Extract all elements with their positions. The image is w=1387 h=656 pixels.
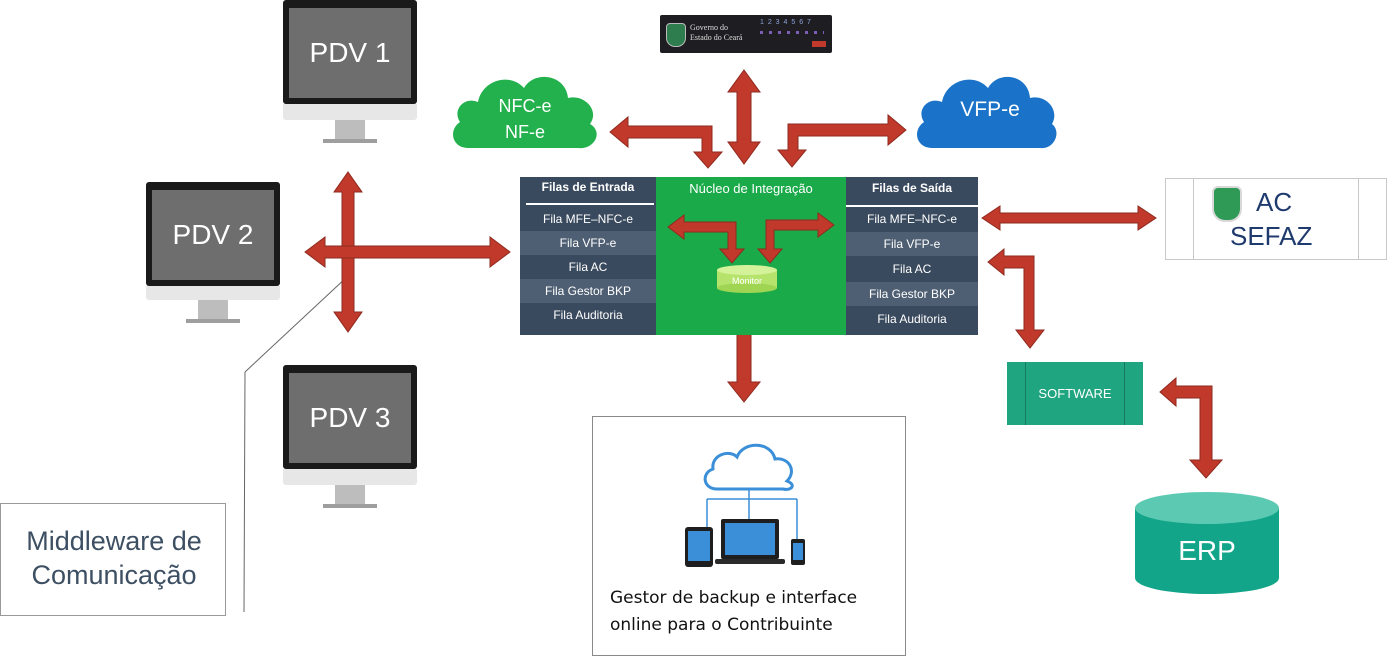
filas-entrada-panel: Filas de Entrada Fila MFE–NFC-e Fila VFP… bbox=[520, 177, 656, 335]
pdv3-monitor: PDV 3 bbox=[283, 365, 417, 509]
nfce-cloud-label-1: NFC-e bbox=[498, 96, 552, 116]
middleware-label-2: Comunicação bbox=[31, 560, 197, 590]
vfpe-cloud bbox=[917, 76, 1057, 149]
nucleo-title: Núcleo de Integração bbox=[689, 181, 813, 196]
ac-sefaz-left-rule bbox=[1193, 179, 1194, 259]
saida-row-2: Fila VFP-e bbox=[846, 232, 978, 256]
gestor-backup-box: Gestor de backup e interface online para… bbox=[592, 416, 906, 656]
ac-sefaz-right-rule bbox=[1358, 179, 1359, 259]
nucleo-inner-arrows bbox=[667, 212, 835, 264]
monitor-cylinder bbox=[717, 265, 777, 293]
software-right-rule bbox=[1124, 362, 1125, 425]
pdv3-label: PDV 3 bbox=[309, 402, 391, 433]
vfpe-arrow bbox=[776, 113, 907, 168]
entrada-row-5: Fila Auditoria bbox=[553, 308, 623, 322]
gestor-label-1: Gestor de backup e interface bbox=[610, 588, 858, 608]
sat-device-label-2: Estado do Ceará bbox=[690, 33, 743, 42]
nfce-arrow bbox=[609, 115, 724, 169]
sat-led-row bbox=[760, 31, 824, 34]
ac-sefaz-box: AC SEFAZ bbox=[1165, 178, 1387, 260]
software-left-rule bbox=[1025, 362, 1026, 425]
monitor-label: Monitor bbox=[731, 276, 762, 286]
entrada-row-4: Fila Gestor BKP bbox=[520, 279, 656, 303]
filas-saida-header: Filas de Saída bbox=[871, 181, 953, 195]
entrada-row-2: Fila VFP-e bbox=[520, 231, 656, 255]
sat-arrow bbox=[727, 69, 761, 165]
filas-saida-panel: Filas de Saída Fila MFE–NFC-e Fila VFP-e… bbox=[846, 177, 978, 335]
saida-row-4: Fila Gestor BKP bbox=[846, 282, 978, 306]
ac-sefaz-arrow bbox=[981, 205, 1157, 231]
software-label: SOFTWARE bbox=[1038, 386, 1112, 401]
gestor-label-2: online para o Contribuinte bbox=[610, 615, 833, 635]
cloud-devices-icon bbox=[685, 443, 805, 567]
erp-link-arrow bbox=[1159, 376, 1224, 479]
sat-device: Governo do Estado do Ceará 1 2 3 4 5 6 7 bbox=[660, 15, 832, 53]
sat-brand-mark bbox=[812, 41, 826, 47]
nfce-cloud-label-2: NF-e bbox=[505, 122, 545, 142]
middleware-box: Middleware de Comunicação bbox=[0, 503, 226, 616]
nucleo-integracao-panel: Núcleo de Integração Monitor bbox=[656, 177, 846, 335]
ceara-seal-icon bbox=[666, 23, 686, 47]
software-box: SOFTWARE bbox=[1007, 362, 1143, 425]
ceara-seal-icon bbox=[1212, 186, 1242, 222]
saida-row-5: Fila Auditoria bbox=[877, 312, 947, 326]
entrada-row-3: Fila AC bbox=[568, 260, 608, 274]
pdv2-monitor: PDV 2 bbox=[146, 182, 280, 324]
pdv1-label: PDV 1 bbox=[309, 37, 391, 68]
pdv1-monitor: PDV 1 bbox=[283, 0, 417, 145]
software-link-arrow bbox=[987, 247, 1046, 349]
erp-label: ERP bbox=[1178, 535, 1236, 566]
filas-saida-divider bbox=[846, 205, 978, 207]
vfpe-cloud-label: VFP-e bbox=[960, 98, 1020, 121]
filas-entrada-header: Filas de Entrada bbox=[541, 180, 635, 194]
ac-sefaz-label-1: AC bbox=[1256, 187, 1293, 217]
sat-device-label-1: Governo do bbox=[690, 23, 728, 32]
pdv2-label: PDV 2 bbox=[172, 219, 254, 250]
erp-database bbox=[1135, 492, 1279, 594]
filas-entrada-divider bbox=[526, 203, 654, 205]
middleware-label-1: Middleware de bbox=[26, 526, 202, 556]
ac-sefaz-label-2: SEFAZ bbox=[1230, 221, 1313, 251]
entrada-row-1: Fila MFE–NFC-e bbox=[542, 212, 633, 226]
saida-row-1: Fila MFE–NFC-e bbox=[866, 212, 957, 226]
pdv-cross-horizontal-arrow bbox=[304, 236, 511, 268]
saida-row-3: Fila AC bbox=[892, 262, 932, 276]
nfce-cloud bbox=[453, 76, 597, 149]
sat-device-ports: 1 2 3 4 5 6 7 bbox=[760, 19, 812, 26]
